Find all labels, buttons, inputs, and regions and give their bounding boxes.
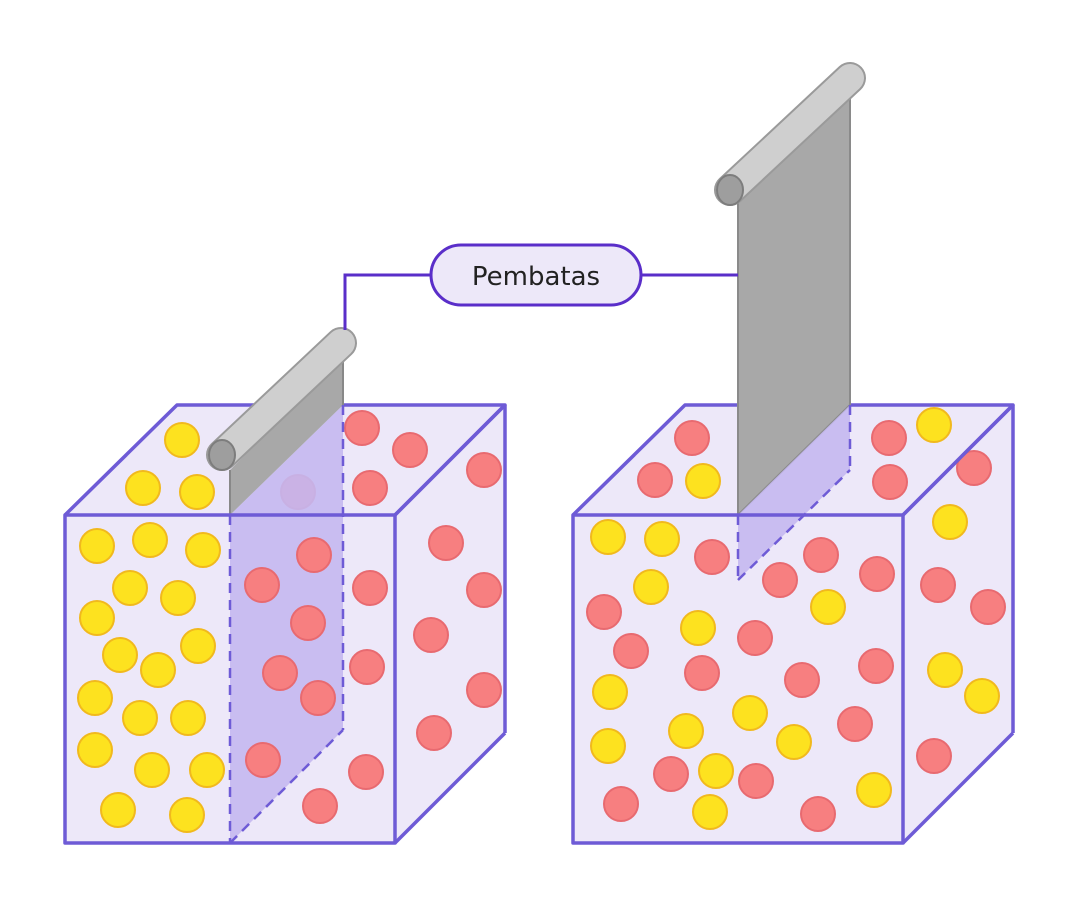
particle-yellow — [932, 504, 968, 540]
particle-red — [800, 796, 836, 832]
particle-yellow — [79, 528, 115, 564]
particle-red — [586, 594, 622, 630]
particle-yellow — [668, 713, 704, 749]
particle-yellow — [102, 637, 138, 673]
particle-yellow — [590, 728, 626, 764]
particle-yellow — [79, 600, 115, 636]
particle-yellow — [125, 470, 161, 506]
particle-red — [637, 462, 673, 498]
particle-red — [871, 420, 907, 456]
particle-red — [916, 738, 952, 774]
particle-red — [784, 662, 820, 698]
container-left — [63, 327, 507, 845]
particle-red — [466, 572, 502, 608]
particle-red — [603, 786, 639, 822]
particle-red — [300, 680, 336, 716]
particle-red — [352, 570, 388, 606]
particle-yellow — [916, 407, 952, 443]
particle-red — [956, 450, 992, 486]
particle-yellow — [680, 610, 716, 646]
particle-red — [694, 539, 730, 575]
particle-yellow — [189, 752, 225, 788]
particle-red — [392, 432, 428, 468]
particle-red — [613, 633, 649, 669]
particle-red — [296, 537, 332, 573]
particle-yellow — [590, 519, 626, 555]
barrier-left-rod — [206, 327, 357, 471]
particle-yellow — [77, 680, 113, 716]
particle-red — [466, 672, 502, 708]
particle-yellow — [77, 732, 113, 768]
particle-red — [413, 617, 449, 653]
label-text: Pembatas — [472, 262, 600, 292]
particle-red — [737, 620, 773, 656]
particle-yellow — [122, 700, 158, 736]
particle-yellow — [698, 753, 734, 789]
particle-red — [762, 562, 798, 598]
particle-red — [245, 742, 281, 778]
particle-yellow — [732, 695, 768, 731]
particle-red — [244, 567, 280, 603]
particle-yellow — [160, 580, 196, 616]
particle-red — [428, 525, 464, 561]
particle-yellow — [776, 724, 812, 760]
particle-red — [416, 715, 452, 751]
particle-yellow — [964, 678, 1000, 714]
particle-yellow — [100, 792, 136, 828]
particle-red — [684, 655, 720, 691]
particle-red — [466, 452, 502, 488]
barrier-right-submerged — [738, 405, 850, 580]
barrier-left-exposed — [230, 357, 343, 515]
particle-yellow — [134, 752, 170, 788]
particle-yellow — [692, 794, 728, 830]
particle-yellow — [112, 570, 148, 606]
particle-red — [920, 567, 956, 603]
particle-red — [653, 756, 689, 792]
particle-yellow — [179, 474, 215, 510]
particle-yellow — [140, 652, 176, 688]
container-left-front-face — [63, 513, 397, 845]
label-connector-left — [343, 273, 432, 330]
particle-yellow — [185, 532, 221, 568]
particle-yellow — [169, 797, 205, 833]
particle-yellow — [856, 772, 892, 808]
particle-red — [302, 788, 338, 824]
particle-red — [738, 763, 774, 799]
particle-red — [349, 649, 385, 685]
particle-red — [803, 537, 839, 573]
particle-yellow — [164, 422, 200, 458]
barrier-label: Pembatas — [343, 243, 738, 330]
particle-yellow — [633, 569, 669, 605]
barrier-right-rod — [714, 62, 866, 206]
particle-red — [970, 589, 1006, 625]
particle-red — [352, 470, 388, 506]
particle-red — [872, 464, 908, 500]
particle-red — [262, 655, 298, 691]
particle-red — [674, 420, 710, 456]
particle-yellow — [170, 700, 206, 736]
particle-yellow — [132, 522, 168, 558]
container-right — [571, 62, 1015, 845]
particle-red — [344, 410, 380, 446]
particle-red — [348, 754, 384, 790]
particle-yellow — [644, 521, 680, 557]
label-pill — [429, 243, 643, 307]
particle-red — [859, 556, 895, 592]
particle-red — [858, 648, 894, 684]
particle-yellow — [685, 463, 721, 499]
particle-yellow — [927, 652, 963, 688]
particle-yellow — [810, 589, 846, 625]
particle-red — [837, 706, 873, 742]
particle-yellow — [180, 628, 216, 664]
particle-yellow — [592, 674, 628, 710]
container-right-front-face — [571, 513, 905, 845]
particle-red — [290, 605, 326, 641]
